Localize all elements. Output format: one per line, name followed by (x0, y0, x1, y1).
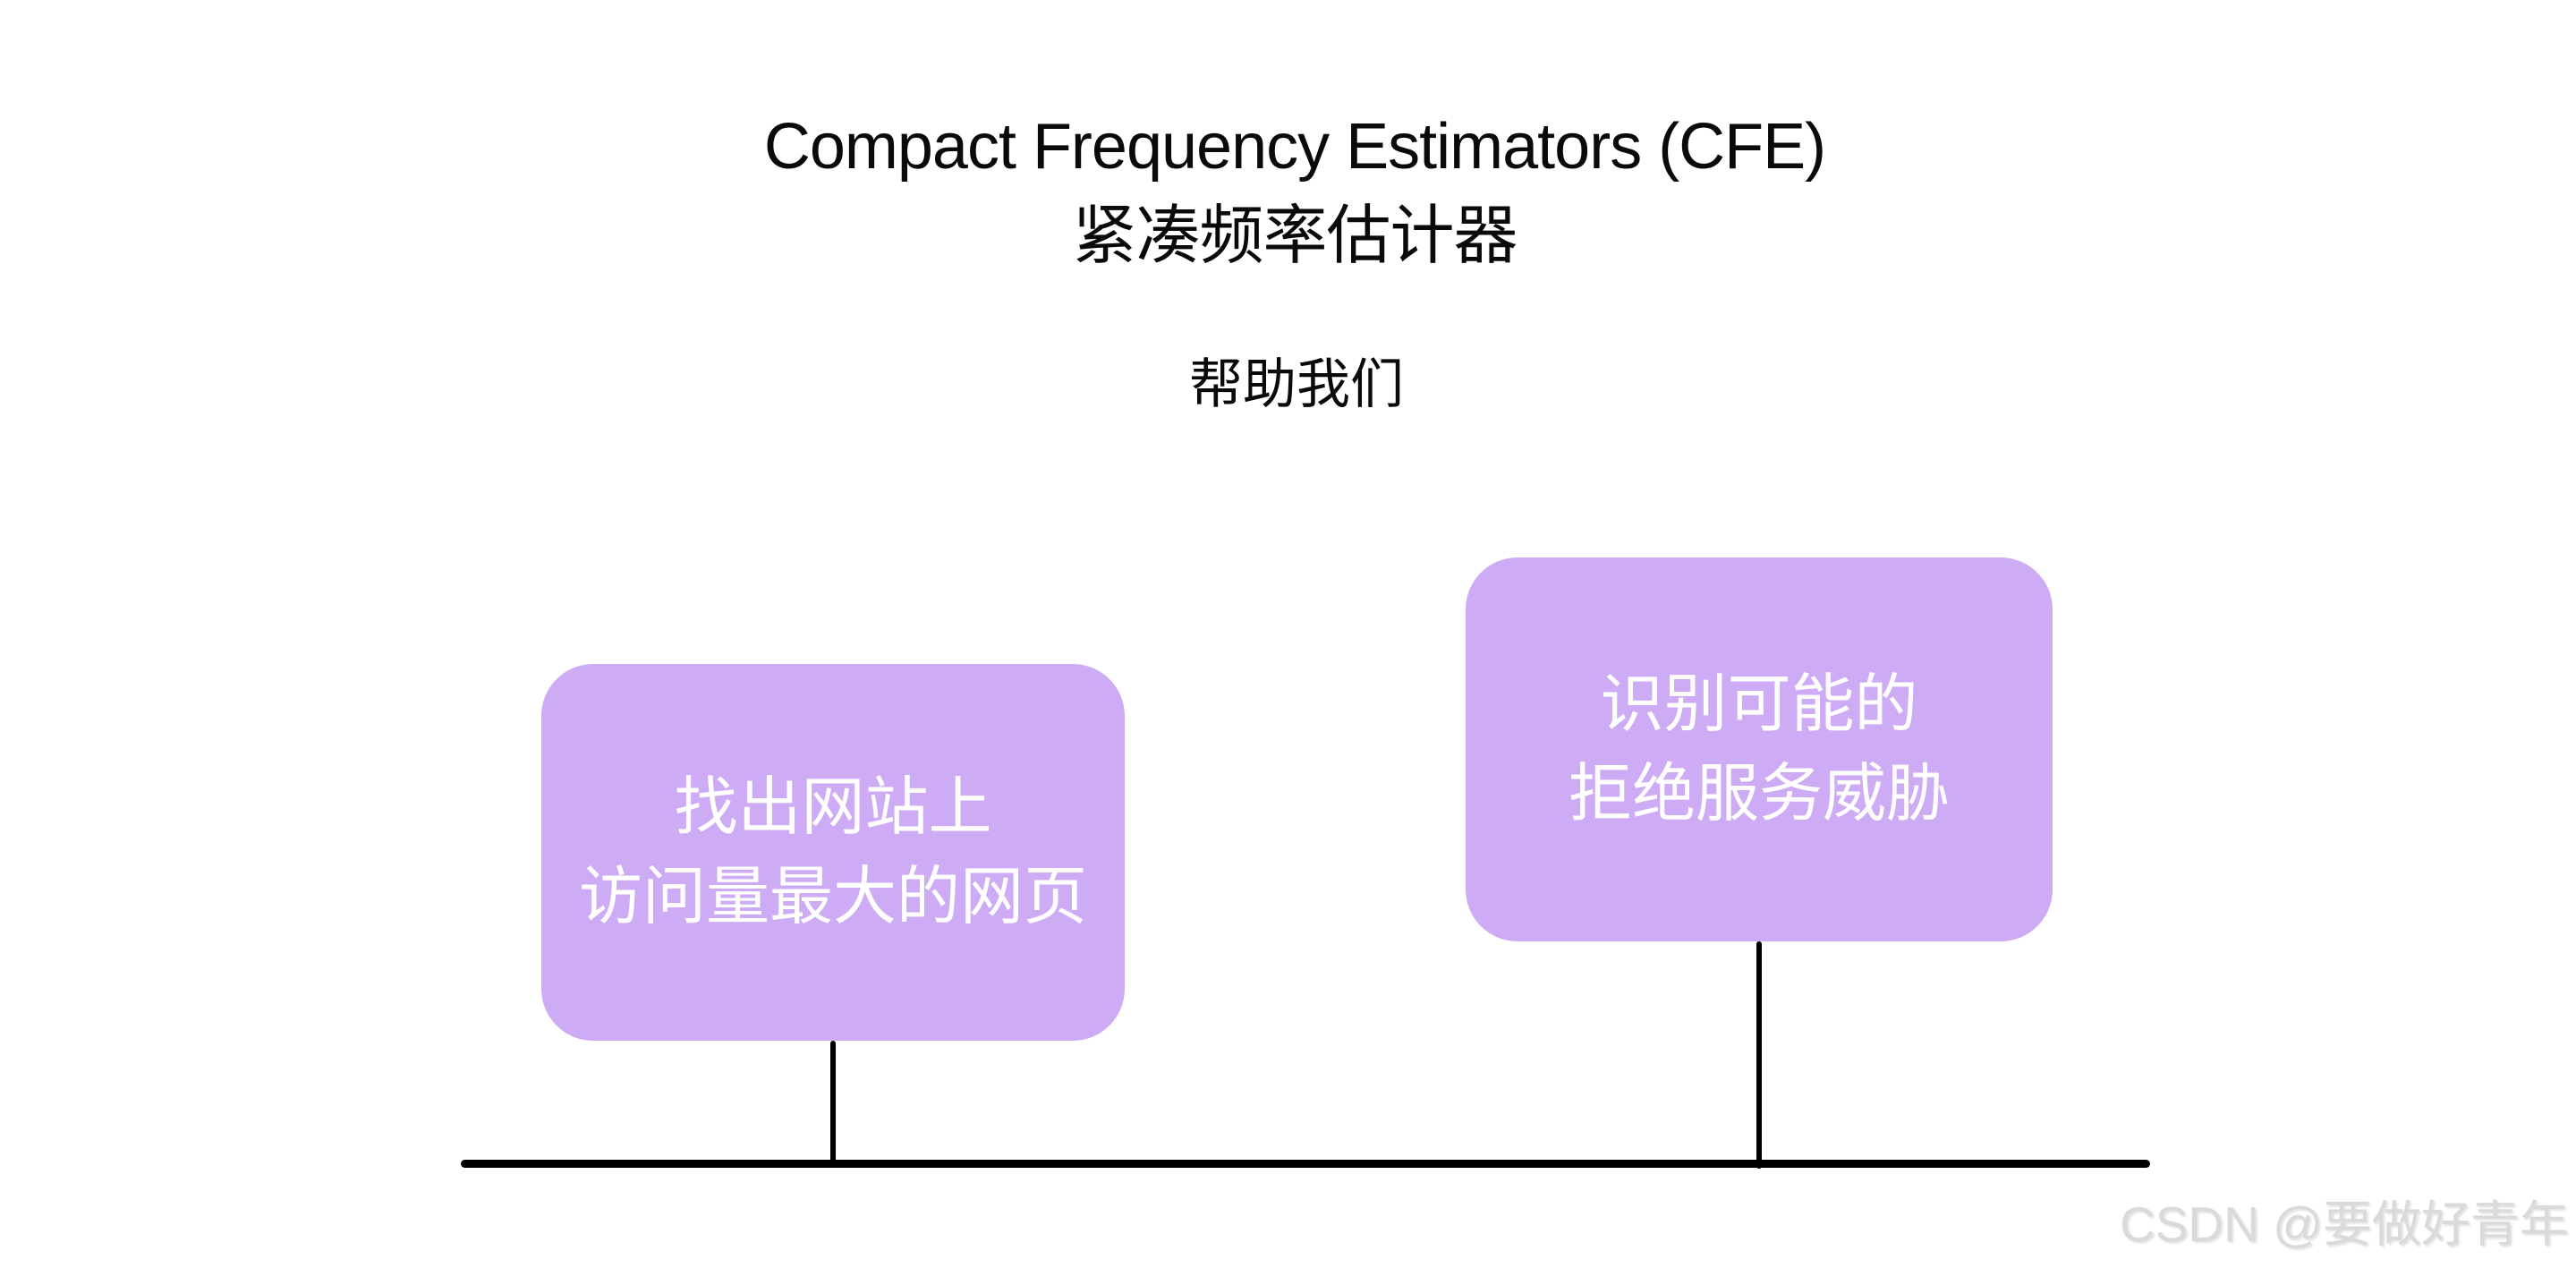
watermark-text: CSDN @要做好青年 (2120, 1196, 2569, 1252)
diagram-title: Compact Frequency Estimators (CFE) 紧凑频率估… (763, 102, 1826, 281)
node-identify-dos-threats: 识别可能的 拒绝服务威胁 (1466, 557, 2053, 941)
helper-text: 帮助我们 (1189, 354, 1404, 414)
node-text-line: 访问量最大的网页 (578, 861, 1087, 932)
node-text-line: 找出网站上 (674, 771, 992, 843)
baseline-rule (461, 1160, 2150, 1168)
node-text-line: 识别可能的 (1600, 668, 1918, 740)
node-text-line: 拒绝服务威胁 (1568, 758, 1950, 830)
connector-line-left (830, 1041, 836, 1166)
diagram-title-line-en: Compact Frequency Estimators (CFE) (763, 111, 1826, 183)
connector-line-right (1756, 941, 1762, 1169)
diagram-title-line-zh: 紧凑频率估计器 (1072, 200, 1518, 272)
node-find-top-pages: 找出网站上 访问量最大的网页 (541, 664, 1125, 1041)
